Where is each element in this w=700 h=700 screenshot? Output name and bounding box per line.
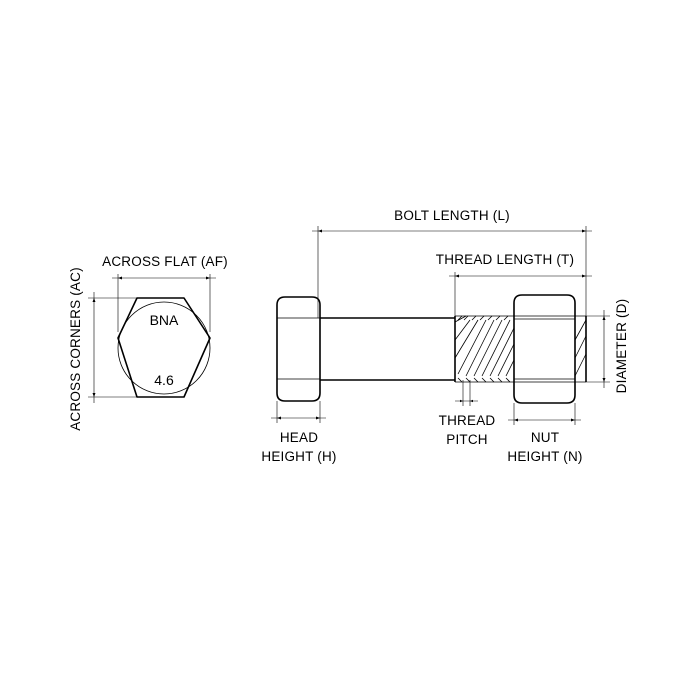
bolt-length-dimension: BOLT LENGTH (L) bbox=[312, 208, 592, 318]
nut-height-dimension: NUT HEIGHT (N) bbox=[507, 403, 582, 464]
bolt-length-label: BOLT LENGTH (L) bbox=[394, 208, 510, 223]
head-marking-grade: 4.6 bbox=[154, 372, 174, 388]
hex-nut bbox=[513, 294, 576, 404]
across-corners-label: ACROSS CORNERS (AC) bbox=[68, 267, 83, 431]
across-flat-label: ACROSS FLAT (AF) bbox=[102, 254, 228, 269]
head-height-label-2: HEIGHT (H) bbox=[261, 449, 336, 464]
bolt-head bbox=[276, 296, 321, 402]
across-flat-dimension: ACROSS FLAT (AF) bbox=[102, 254, 228, 332]
thread-length-label: THREAD LENGTH (T) bbox=[436, 252, 574, 267]
head-bearing-circle bbox=[117, 301, 211, 395]
head-height-dimension: HEAD HEIGHT (H) bbox=[261, 401, 336, 464]
nut-height-label-1: NUT bbox=[531, 430, 559, 445]
head-marking-maker: BNA bbox=[150, 312, 179, 328]
thread-pitch-label-1: THREAD bbox=[439, 413, 496, 428]
diameter-dimension: DIAMETER (D) bbox=[586, 299, 629, 394]
hex-outline bbox=[117, 297, 211, 398]
nut-height-label-2: HEIGHT (N) bbox=[507, 449, 582, 464]
bolt-side-view bbox=[276, 294, 587, 404]
across-corners-dimension: ACROSS CORNERS (AC) bbox=[68, 267, 137, 431]
thread-length-dimension: THREAD LENGTH (T) bbox=[436, 252, 592, 316]
thread-pitch-label-2: PITCH bbox=[446, 432, 488, 447]
diameter-label: DIAMETER (D) bbox=[614, 299, 629, 394]
head-height-label-1: HEAD bbox=[280, 430, 318, 445]
thread-region bbox=[454, 315, 515, 383]
hex-head-end-view: BNA 4.6 bbox=[117, 297, 211, 398]
thread-pitch-dimension: THREAD PITCH bbox=[439, 380, 496, 447]
